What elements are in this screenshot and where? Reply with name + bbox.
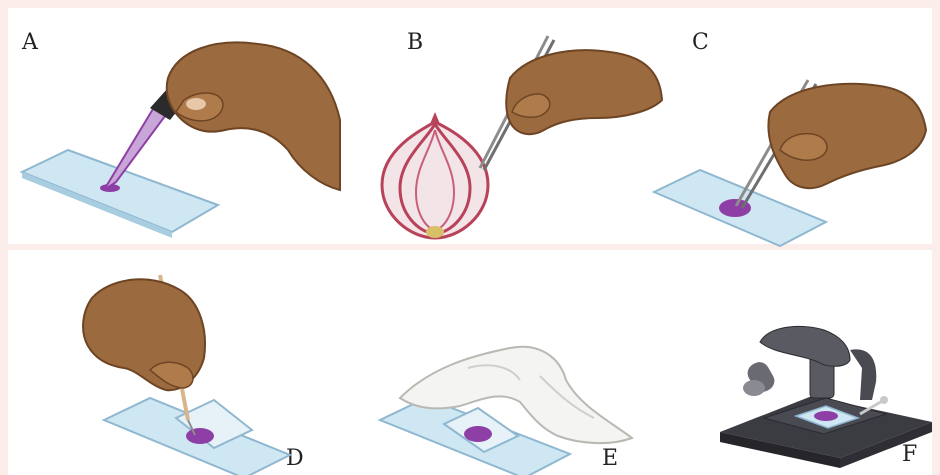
hand-icon bbox=[83, 279, 205, 390]
step-c-illustration bbox=[640, 0, 940, 250]
step-a-illustration bbox=[0, 0, 360, 250]
hand-icon bbox=[506, 50, 662, 134]
step-f-illustration bbox=[700, 250, 940, 475]
microscope-icon bbox=[720, 326, 932, 468]
onion-peel bbox=[464, 426, 492, 442]
step-e-illustration bbox=[370, 250, 660, 475]
step-d-illustration bbox=[0, 250, 320, 475]
onion-icon bbox=[382, 112, 488, 238]
onion-peel bbox=[186, 428, 214, 444]
hand-icon bbox=[768, 84, 926, 188]
hand-icon bbox=[167, 42, 340, 190]
step-b-illustration bbox=[360, 0, 680, 250]
